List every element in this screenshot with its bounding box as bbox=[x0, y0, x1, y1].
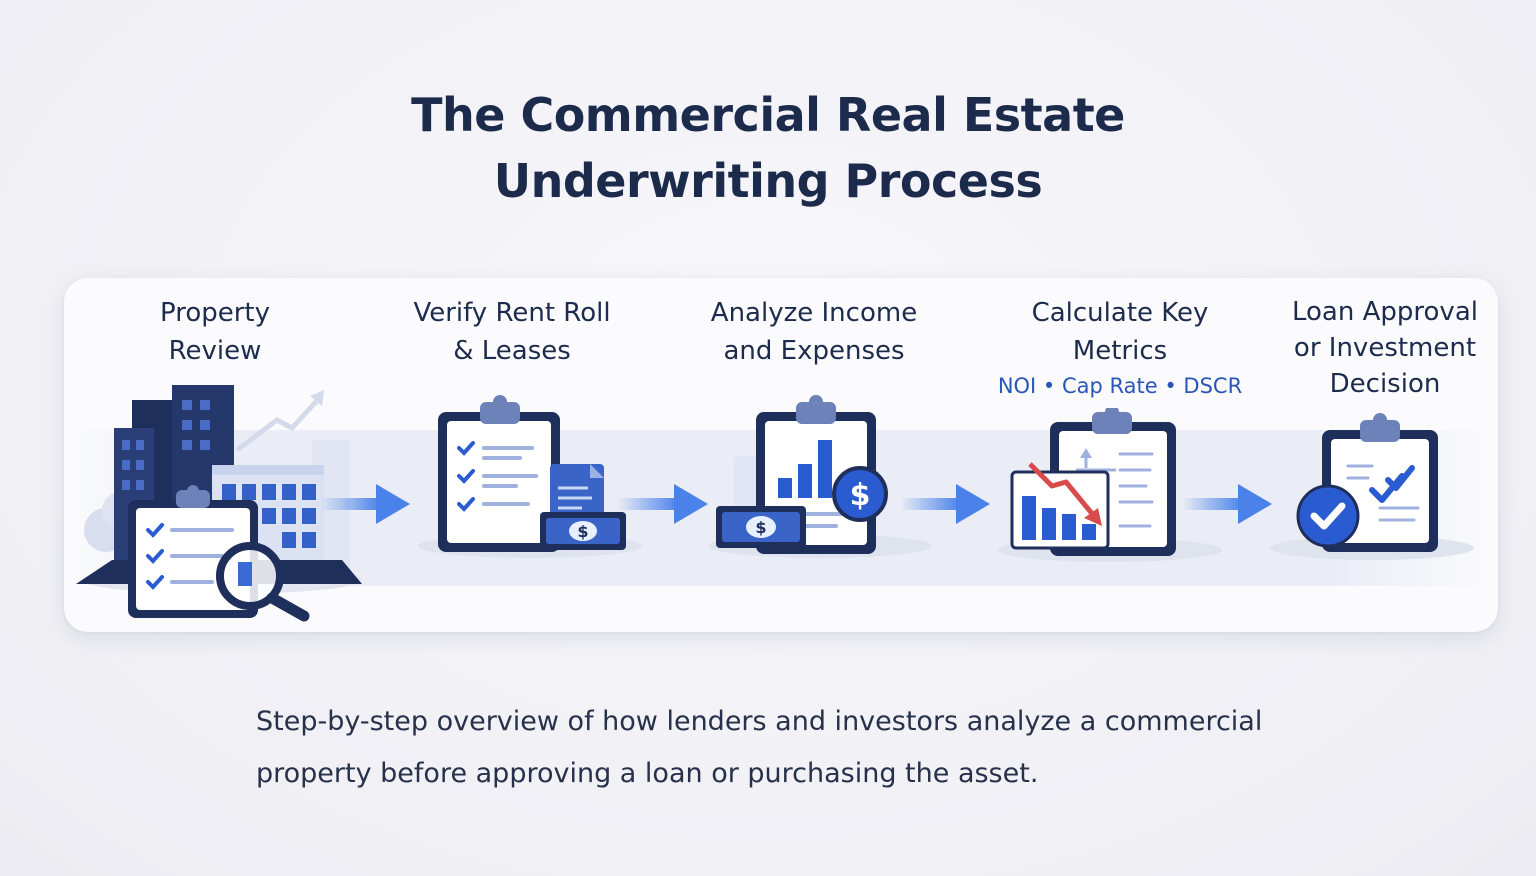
arrow-1-icon bbox=[320, 484, 410, 524]
metrics-chart-icon bbox=[998, 408, 1222, 562]
caption-line-2: property before approving a loan or purc… bbox=[256, 758, 1039, 789]
step-4-metrics-subtitle: NOI • Cap Rate • DSCR bbox=[997, 374, 1243, 398]
step-2-label: Verify Rent Roll& Leases bbox=[413, 298, 611, 366]
svg-text:$: $ bbox=[577, 522, 588, 541]
svg-text:$: $ bbox=[755, 518, 766, 537]
page-title-line-2: Underwriting Process bbox=[493, 154, 1043, 208]
caption-line-1: Step-by-step overview of how lenders and… bbox=[256, 706, 1263, 737]
approval-check-icon bbox=[1270, 413, 1474, 560]
svg-text:$: $ bbox=[850, 478, 871, 513]
arrow-2-icon bbox=[618, 484, 708, 524]
arrow-3-icon bbox=[900, 484, 990, 524]
page-title-line-1: The Commercial Real Estate bbox=[411, 88, 1125, 142]
arrow-4-icon bbox=[1182, 484, 1272, 524]
rent-roll-clipboard-icon: $ bbox=[418, 395, 642, 558]
income-expenses-chart-icon: $ $ bbox=[708, 395, 932, 558]
